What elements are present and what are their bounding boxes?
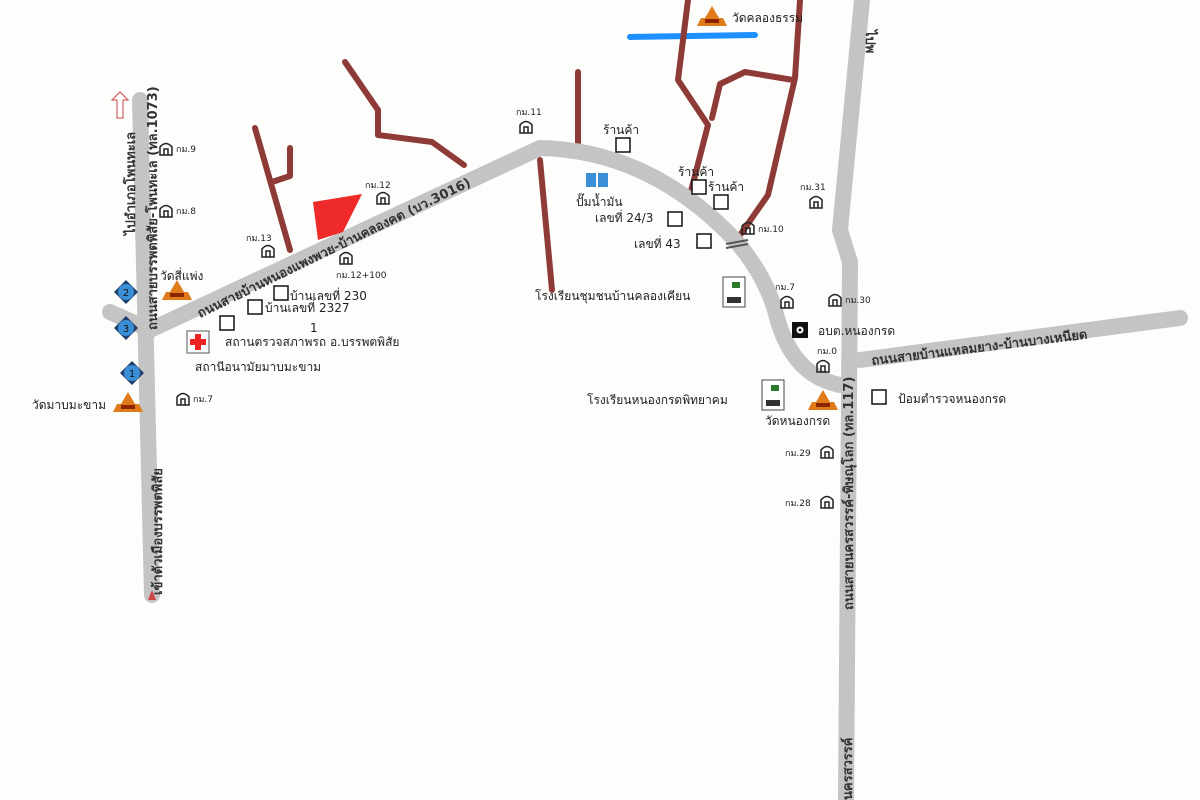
km-markers: กม.9 กม.8 กม.7 กม.13 กม.12 กม.12+100 กม.…	[159, 108, 871, 509]
local-road	[709, 69, 796, 121]
km-label: กม.28	[785, 499, 811, 509]
house-icon[interactable]	[273, 285, 289, 301]
marker-number: 2	[123, 288, 129, 299]
shop-icon[interactable]	[615, 137, 631, 153]
shop-icon[interactable]	[691, 179, 707, 195]
temple-icon[interactable]	[113, 392, 143, 412]
marker-number: 1	[129, 369, 135, 380]
km-marker-icon	[820, 445, 834, 459]
road-label-nakhonsawan: นครสวรรค์	[840, 738, 856, 800]
km-label: กม.12	[365, 181, 391, 191]
km-marker-icon	[741, 221, 755, 235]
km-marker-icon	[519, 120, 533, 134]
label-wat-nong-krot: วัดหนองกรด	[765, 414, 830, 428]
marker-1[interactable]: 1	[120, 361, 144, 385]
label-wat-si-phaeng: วัดสี่แพ่ง	[160, 267, 203, 283]
km-label: กม.13	[246, 234, 272, 244]
marker-number: 3	[123, 324, 129, 335]
label-house-2327: บ้านเลขที่ 2327	[265, 299, 349, 315]
temples: วัดคลองธรรม วัดสี่แพ่ง วัดมาบมะขาม วัดหน…	[32, 6, 838, 428]
label-house-43: เลขที่ 43	[634, 235, 681, 251]
km-label: กม.10	[758, 225, 784, 235]
km-label: กม.8	[176, 207, 196, 217]
school-icon[interactable]	[722, 276, 746, 308]
label-house-230: บ้านเลขที่ 230	[290, 287, 367, 303]
road-label-117: ถนนสายนครสวรรค์-พิษณุโลก (ทล.117)	[840, 377, 857, 610]
canal	[627, 32, 758, 40]
label-wat-map-makham: วัดมาบมะขาม	[32, 398, 106, 412]
road-label-north-right: ไปพ	[862, 28, 879, 53]
house-icon[interactable]	[219, 315, 235, 331]
road-label-south: เข้าตัวเมืองบรรพตพิสัย	[150, 468, 166, 595]
km-label: กม.9	[176, 145, 196, 155]
road-label-north: ไปอำเภอโพนทะเล	[122, 132, 139, 237]
label-gas-station: ปั๊มน้ำมัน	[576, 193, 623, 209]
km-label: กม.12+100	[336, 271, 387, 281]
label-shop-1: ร้านค้า	[603, 123, 639, 137]
km-marker-icon	[809, 195, 823, 209]
km-label: กม.30	[845, 296, 871, 306]
marker-2[interactable]: 2	[114, 280, 138, 304]
temple-icon[interactable]	[162, 280, 192, 300]
house-icon[interactable]	[247, 299, 263, 315]
temple-icon[interactable]	[697, 6, 727, 26]
label-school-khlong-tian: โรงเรียนชุมชนบ้านคลองเคียน	[535, 289, 690, 304]
local-road	[735, 0, 803, 241]
bridge-icon	[725, 239, 749, 249]
road-label-1073: ถนนสายบรรพตพิสัย-โพนทะเล (ทล.1073)	[144, 86, 161, 330]
km-marker-icon	[176, 392, 190, 406]
label-health-station: สถานีอนามัยมาบมะขาม	[195, 360, 321, 374]
arrow-up-icon	[110, 91, 130, 119]
hospital-cross-icon[interactable]	[186, 330, 210, 354]
school-icon[interactable]	[761, 379, 785, 411]
road-1073	[132, 92, 160, 603]
local-road	[342, 59, 467, 168]
label-num-1: 1	[310, 321, 318, 335]
buildings	[219, 137, 887, 405]
km-marker-icon	[339, 251, 353, 265]
km-marker-icon	[261, 244, 275, 258]
road-east	[852, 310, 1188, 368]
label-shop-2: ร้านค้า	[678, 165, 714, 179]
shop-icon[interactable]	[713, 194, 729, 210]
label-police-box: ป้อมตำรวจหนองกรด	[898, 392, 1006, 406]
road-117	[832, 0, 870, 800]
km-label: กม.7	[193, 395, 213, 405]
highways	[102, 0, 1188, 800]
km-label: กม.11	[516, 108, 542, 118]
km-label: กม.0	[817, 347, 837, 357]
km-marker-icon	[159, 204, 173, 218]
local-road	[675, 0, 711, 198]
house-icon[interactable]	[696, 233, 712, 249]
label-obt-nong-krot: อบต.หนองกรด	[818, 324, 895, 338]
label-shop-3: ร้านค้า	[708, 180, 744, 194]
house-icon[interactable]	[667, 211, 683, 227]
km-label: กม.31	[800, 183, 826, 193]
local-road	[252, 125, 293, 253]
label-vehicle-inspection: สถานตรวจสภาพรถ อ.บรรพตพิสัย	[225, 335, 399, 349]
label-school-nong-krot: โรงเรียนหนองกรดพิทยาคม	[587, 393, 728, 407]
temple-icon[interactable]	[808, 390, 838, 410]
km-marker-icon	[820, 495, 834, 509]
km-marker-icon	[376, 191, 390, 205]
label-wat-khlong-tham: วัดคลองธรรม	[732, 11, 803, 25]
police-box-icon[interactable]	[871, 389, 887, 405]
marker-3[interactable]: 3	[114, 316, 138, 340]
gas-station-icon[interactable]	[586, 173, 608, 187]
km-marker-icon	[816, 359, 830, 373]
km-label: กม.7	[775, 283, 795, 293]
km-marker-icon	[780, 295, 794, 309]
sao-office-icon[interactable]	[792, 322, 808, 338]
km-marker-icon	[159, 142, 173, 156]
local-roads	[252, 0, 803, 293]
local-road	[537, 157, 555, 293]
label-house-24-3: เลขที่ 24/3	[595, 209, 653, 225]
arrow-down-icon	[148, 590, 156, 600]
km-marker-icon	[828, 293, 842, 307]
land-plot[interactable]	[313, 194, 362, 240]
numbered-markers: 2 3 1	[114, 280, 144, 385]
km-label: กม.29	[785, 449, 811, 459]
